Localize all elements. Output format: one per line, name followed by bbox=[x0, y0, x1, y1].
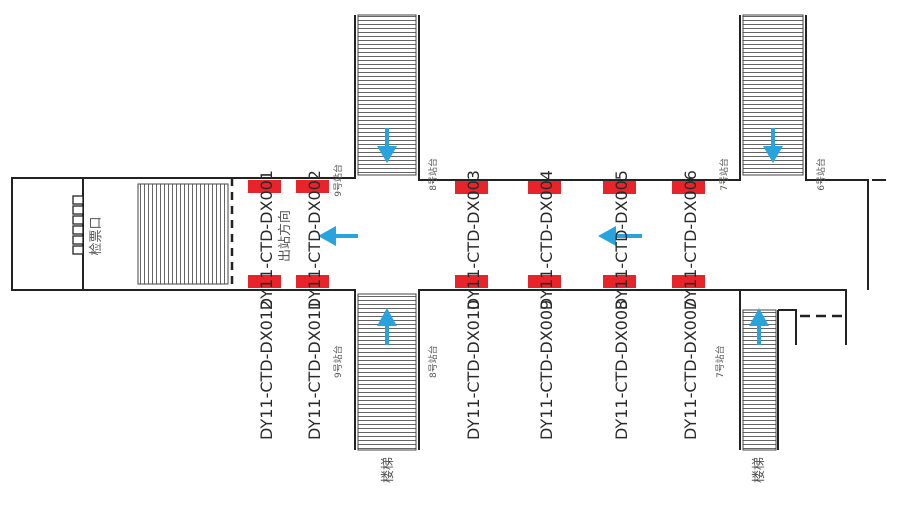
arrow-left-corridor-icon bbox=[598, 226, 642, 246]
code-dx011: DY11-CTD-DX011 bbox=[305, 300, 324, 440]
marker-dx002[interactable] bbox=[296, 180, 329, 193]
code-dx005: DY11-CTD-DX005 bbox=[612, 170, 631, 310]
marker-dx004[interactable] bbox=[528, 181, 561, 194]
platform-label-bottom-mid: 8号站台 bbox=[427, 345, 439, 378]
top-wall-left bbox=[232, 15, 356, 179]
marker-dx001[interactable] bbox=[248, 180, 281, 193]
bottom-station-codes: DY11-CTD-DX012 DY11-CTD-DX011 DY11-CTD-D… bbox=[257, 300, 700, 440]
code-dx010: DY11-CTD-DX010 bbox=[464, 300, 483, 440]
top-wall-right bbox=[805, 15, 869, 290]
position-markers bbox=[248, 180, 705, 288]
code-dx002: DY11-CTD-DX002 bbox=[305, 170, 324, 310]
code-dx009: DY11-CTD-DX009 bbox=[537, 300, 556, 440]
code-dx004: DY11-CTD-DX004 bbox=[537, 170, 556, 310]
top-wall-mid bbox=[418, 15, 741, 181]
marker-dx012[interactable] bbox=[248, 275, 281, 288]
stairs-label-left: 楼梯 bbox=[381, 457, 396, 483]
platform-label-top-left: 9号站台 bbox=[332, 164, 344, 197]
stairs bbox=[137, 14, 804, 451]
bottom-wall-left bbox=[232, 289, 356, 450]
marker-dx008[interactable] bbox=[603, 275, 636, 288]
exit-direction-label: 出站方向 bbox=[277, 210, 293, 262]
code-dx007: DY11-CTD-DX007 bbox=[681, 300, 700, 440]
direction-arrows bbox=[318, 128, 783, 345]
marker-dx010[interactable] bbox=[455, 275, 488, 288]
platform-label-bottom-right: 7号站台 bbox=[714, 345, 726, 378]
marker-dx006[interactable] bbox=[672, 181, 705, 194]
marker-dx003[interactable] bbox=[455, 181, 488, 194]
bottom-wall-mid bbox=[418, 289, 741, 450]
arrow-up-stair-bottom-right-icon bbox=[749, 308, 769, 345]
arrow-left-exit-icon bbox=[318, 226, 358, 246]
code-dx008: DY11-CTD-DX008 bbox=[612, 300, 631, 440]
walls bbox=[11, 15, 886, 450]
platform-labels: 9号站台 8号站台 7号站台 6号站台 9号站台 8号站台 7号站台 bbox=[332, 158, 827, 378]
top-station-codes: DY11-CTD-DX001 DY11-CTD-DX002 DY11-CTD-D… bbox=[257, 170, 700, 310]
left-end-wall bbox=[11, 177, 232, 291]
stair-left-end bbox=[137, 183, 229, 285]
ticket-gate-label: 检票口 bbox=[89, 216, 104, 255]
platform-label-bottom-left: 9号站台 bbox=[332, 345, 344, 378]
ticket-gate-icon bbox=[72, 195, 84, 255]
platform-label-top-mid: 8号站台 bbox=[427, 158, 439, 191]
arrow-up-stair-bottom-left-icon bbox=[377, 308, 397, 345]
marker-dx005[interactable] bbox=[603, 181, 636, 194]
arrow-down-stair-top-right-icon bbox=[763, 128, 783, 163]
code-dx012: DY11-CTD-DX012 bbox=[257, 300, 276, 440]
arrow-down-stair-top-left-icon bbox=[377, 128, 397, 163]
marker-dx007[interactable] bbox=[672, 275, 705, 288]
bottom-wall-right bbox=[740, 289, 847, 345]
code-dx006: DY11-CTD-DX006 bbox=[681, 170, 700, 310]
marker-dx011[interactable] bbox=[296, 275, 329, 288]
stairs-label-right: 楼梯 bbox=[752, 457, 767, 483]
code-dx001: DY11-CTD-DX001 bbox=[257, 170, 276, 310]
marker-dx009[interactable] bbox=[528, 275, 561, 288]
bottom-right-notch bbox=[778, 309, 797, 345]
platform-label-top-right-a: 7号站台 bbox=[718, 158, 730, 191]
code-dx003: DY11-CTD-DX003 bbox=[464, 170, 483, 310]
platform-label-top-right-b: 6号站台 bbox=[815, 158, 827, 191]
